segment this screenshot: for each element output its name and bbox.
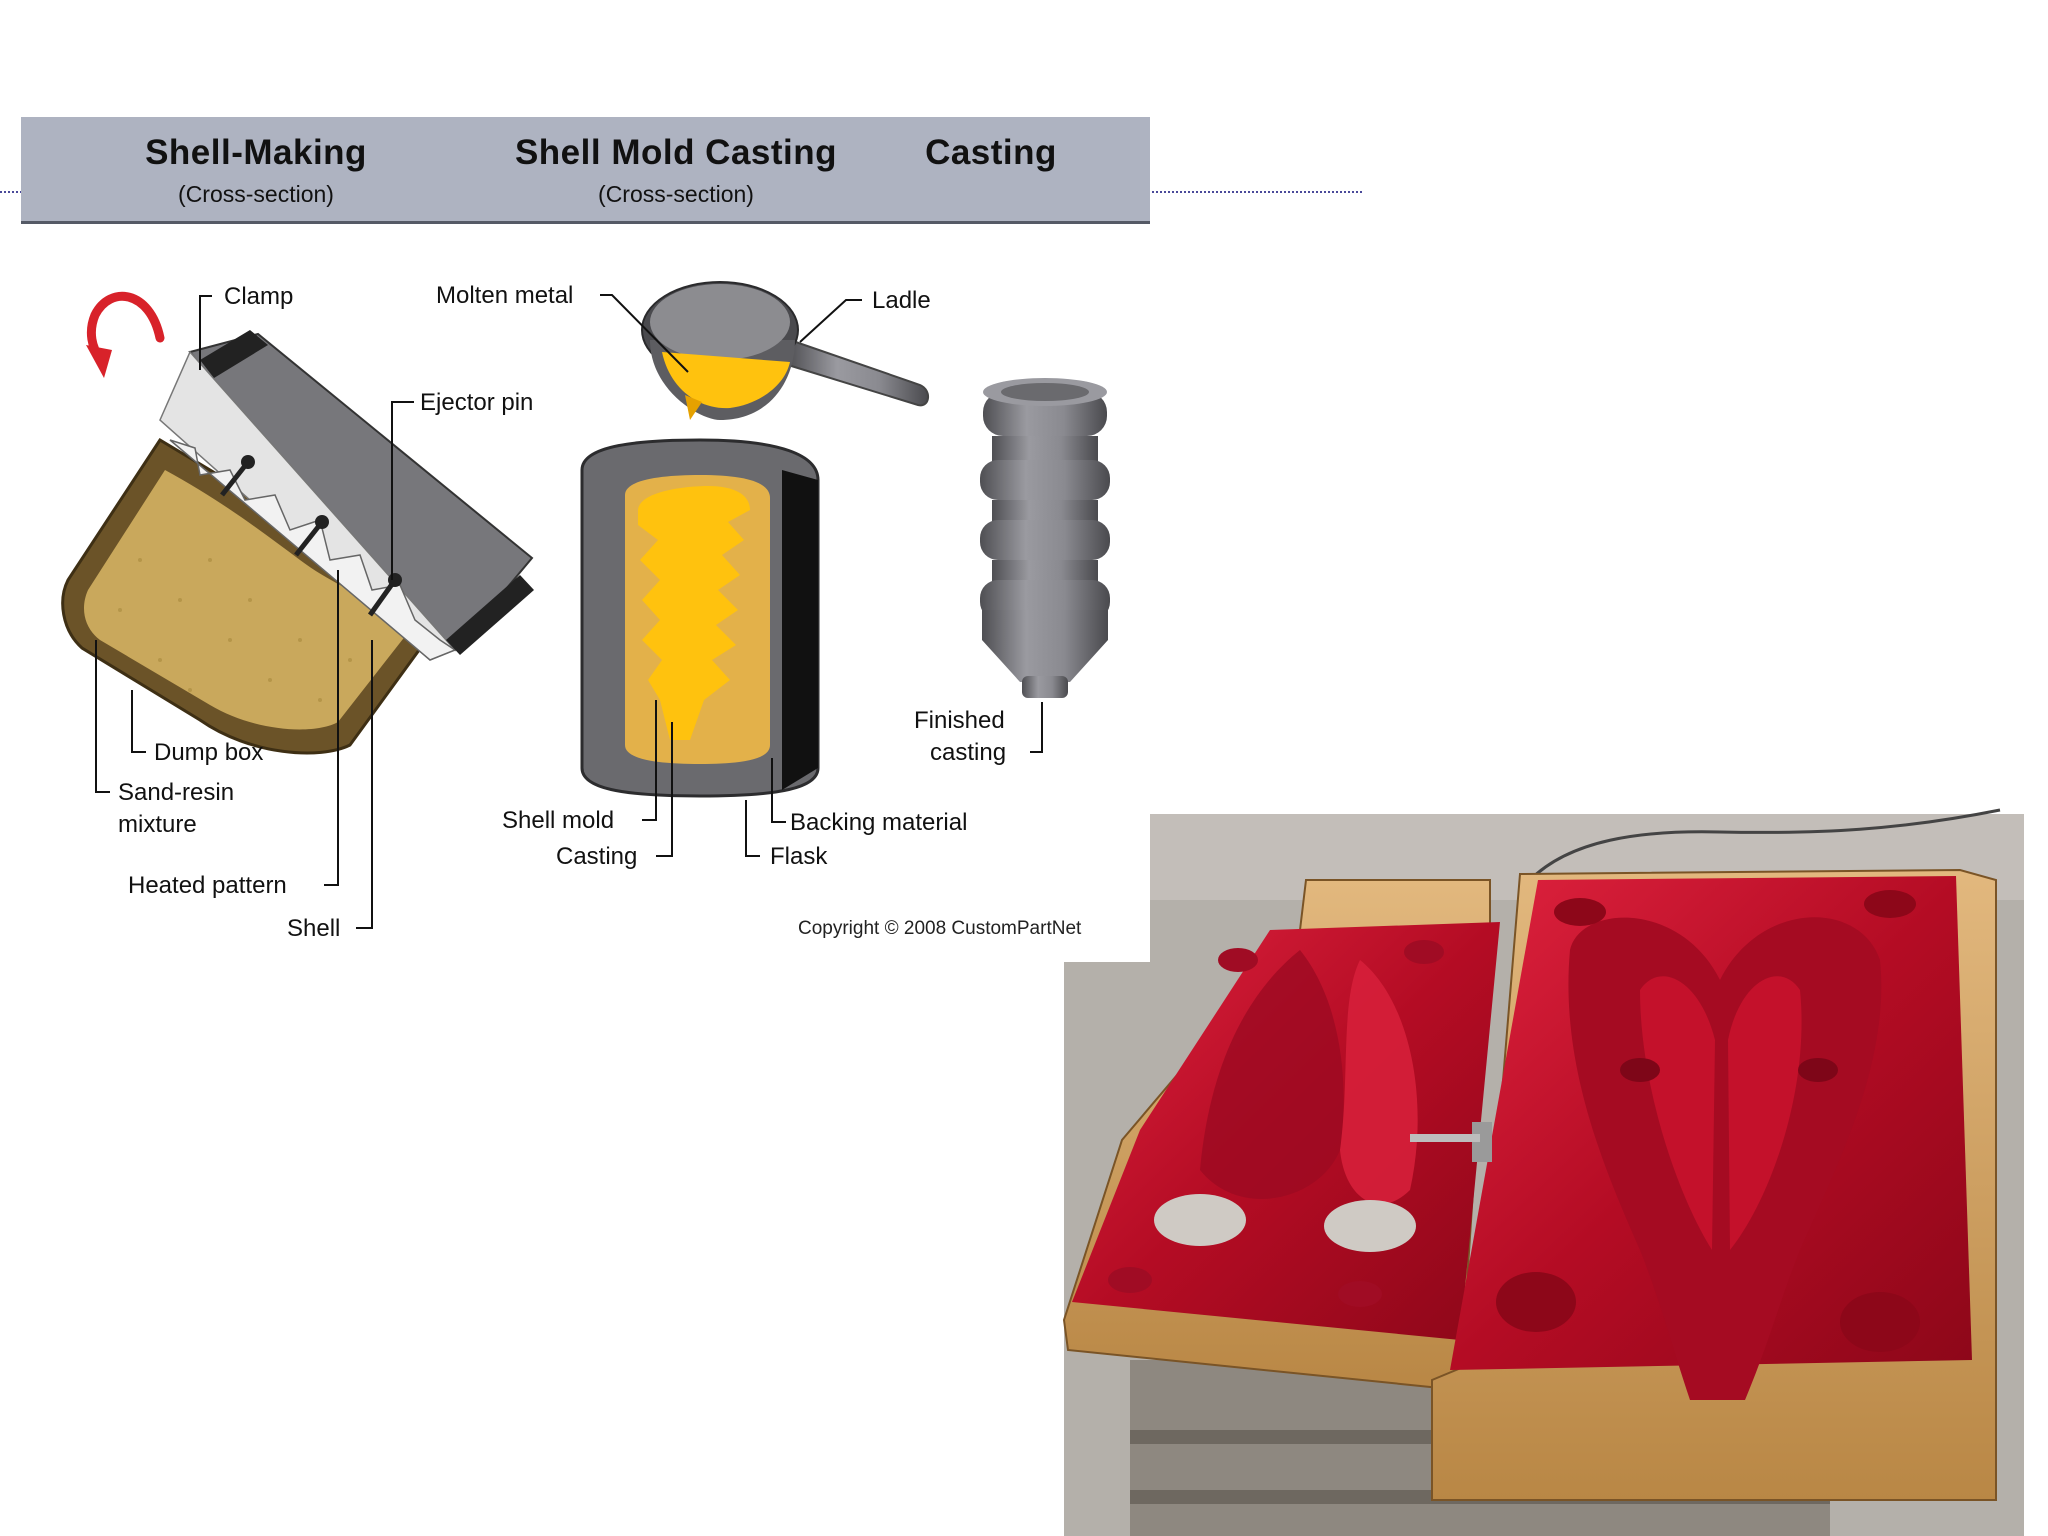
- mold-photo: [1062, 808, 2024, 1536]
- label-finished-line1: Finished: [914, 707, 1005, 734]
- left-mold-hole-2: [1324, 1200, 1416, 1252]
- right-mold-pin-2: [1798, 1058, 1838, 1082]
- mold-casting-shape: [638, 486, 750, 740]
- casting-ring-2: [980, 460, 1110, 500]
- right-mold-pin-1: [1620, 1058, 1660, 1082]
- casting-labels: Finished casting: [914, 702, 1043, 766]
- label-molten-metal: Molten metal: [436, 282, 573, 309]
- label-finished-line2: casting: [930, 739, 1006, 766]
- process-header-band: Shell-Making (Cross-section) Shell Mold …: [21, 117, 1150, 224]
- ejector-pins: [220, 460, 398, 617]
- label-heated-pattern: Heated pattern: [128, 872, 287, 899]
- ladle-bowl-inner: [650, 284, 790, 360]
- molten-metal-shape: [662, 352, 790, 409]
- copyright-text: Copyright © 2008 CustomPartNet: [798, 918, 1082, 939]
- left-mold-boss-3: [1108, 1267, 1152, 1293]
- latch-pin: [1410, 1134, 1480, 1142]
- ladle-handle: [786, 338, 929, 407]
- rotation-arrowhead-icon: [86, 345, 112, 378]
- label-ejector-pin: Ejector pin: [420, 389, 533, 416]
- right-mold-hole-2: [1840, 1292, 1920, 1352]
- clamp-bar: [200, 330, 268, 378]
- label-sand-resin-line1: Sand-resin: [118, 779, 234, 806]
- header-shell-making-title: Shell-Making: [145, 133, 367, 172]
- header-shell-making-subtitle: (Cross-section): [178, 181, 334, 207]
- label-clamp: Clamp: [224, 283, 293, 310]
- latch-left: [1472, 1122, 1492, 1162]
- label-ladle: Ladle: [872, 287, 931, 314]
- right-mold-boss-2: [1864, 890, 1916, 918]
- shell-mold-assembly: [580, 438, 820, 798]
- left-mold-ridge: [1340, 960, 1418, 1205]
- label-backing-material: Backing material: [790, 809, 967, 836]
- label-flask: Flask: [770, 843, 828, 870]
- shell-making-labels: Clamp Ejector pin Dump box Sand-resin mi…: [95, 283, 533, 942]
- left-mold-boss-1: [1218, 948, 1258, 972]
- shell-making-assembly: [61, 291, 534, 755]
- casting-tip: [1022, 676, 1068, 698]
- casting-cone: [982, 610, 1108, 682]
- left-mold-boss-2: [1404, 940, 1444, 964]
- flask-side-wall: [782, 470, 818, 790]
- right-mold-hole-1: [1496, 1272, 1576, 1332]
- sand-resin-mixture-shape: [84, 470, 410, 730]
- cable: [1528, 808, 2001, 882]
- pour-stream: [685, 395, 702, 420]
- left-mold-cavity: [1200, 950, 1344, 1199]
- header-shell-mold-casting-subtitle: (Cross-section): [598, 181, 754, 207]
- ladle-assembly: [641, 281, 929, 420]
- header-casting-title: Casting: [925, 133, 1057, 172]
- casting-ring-3: [980, 520, 1110, 560]
- label-shell: Shell: [287, 915, 340, 942]
- header-shell-making: Shell-Making (Cross-section): [91, 133, 421, 208]
- right-mold-cavity-right-branch: [1728, 976, 1802, 1250]
- right-mold-cavity-left-branch: [1640, 976, 1715, 1250]
- label-shell-mold: Shell mold: [502, 807, 614, 834]
- casting-top-recess: [1001, 383, 1089, 401]
- left-mold-hole-1: [1154, 1194, 1246, 1246]
- casting-neck-1: [992, 436, 1098, 464]
- rotation-arrow-icon: [86, 291, 165, 363]
- header-casting: Casting: [871, 133, 1111, 173]
- label-sand-resin-line2: mixture: [118, 811, 197, 838]
- label-dump-box: Dump box: [154, 739, 263, 766]
- sand-texture: [118, 558, 352, 702]
- finished-casting-assembly: [980, 378, 1110, 698]
- label-casting: Casting: [556, 843, 637, 870]
- header-shell-mold-casting: Shell Mold Casting (Cross-section): [491, 133, 861, 208]
- shell-mold-casting-labels: Molten metal Ladle Shell mold Casting Ba…: [436, 282, 967, 870]
- clamp-bar-lower: [446, 575, 534, 655]
- left-mold-boss-4: [1338, 1281, 1382, 1307]
- right-mold-boss-1: [1554, 898, 1606, 926]
- header-shell-mold-casting-title: Shell Mold Casting: [514, 133, 838, 172]
- pattern-teeth: [169, 439, 457, 661]
